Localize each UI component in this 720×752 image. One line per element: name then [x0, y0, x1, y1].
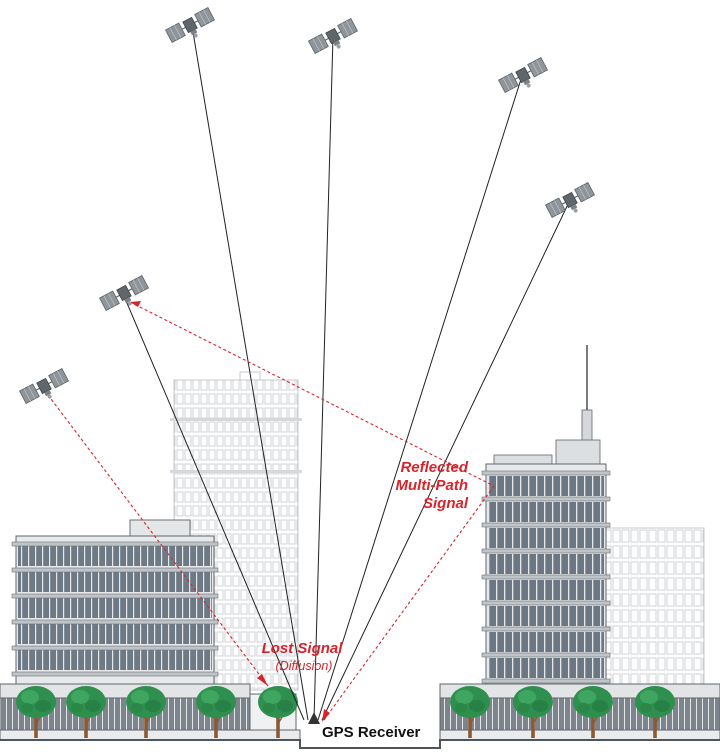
direct-signals [123, 25, 571, 721]
satellite-icon [164, 6, 219, 50]
reflected-label-line-3: Signal [423, 495, 469, 512]
diffusion-label: (Diffusion) [276, 659, 333, 673]
lost-signal-title: Lost Signal [262, 640, 344, 657]
direct-signal-line [317, 75, 523, 721]
ground-line [0, 739, 720, 749]
reflected-signal-label: Reflected Multi-Path Signal [396, 459, 469, 512]
office-building-left [11, 519, 219, 687]
gps-receiver-label: GPS Receiver [322, 724, 421, 741]
satellite-icon [307, 17, 362, 61]
reflected-label-line-1: Reflected [400, 459, 468, 476]
direct-signal-line [321, 199, 571, 721]
antenna-icon [581, 345, 593, 443]
red-arrowheads [130, 301, 330, 722]
satellite-icon [544, 181, 599, 225]
gps-receiver-icon [308, 712, 320, 724]
lost-signal-line [47, 394, 269, 687]
lost-signal-paths [47, 301, 495, 721]
direct-signal-line [123, 295, 305, 721]
reflected-outgoing-line [323, 485, 495, 721]
office-tower-right [481, 345, 611, 693]
satellite-icon [18, 367, 73, 411]
lost-signal-label: Lost Signal (Diffusion) [262, 640, 344, 673]
satellite-icon [497, 56, 552, 100]
background-building-right [605, 527, 705, 694]
reflected-incoming-line [129, 301, 495, 487]
direct-signal-line [313, 35, 334, 721]
direct-signal-line [191, 25, 309, 721]
reflected-label-line-2: Multi-Path [396, 477, 469, 494]
satellite-icon [98, 274, 153, 318]
